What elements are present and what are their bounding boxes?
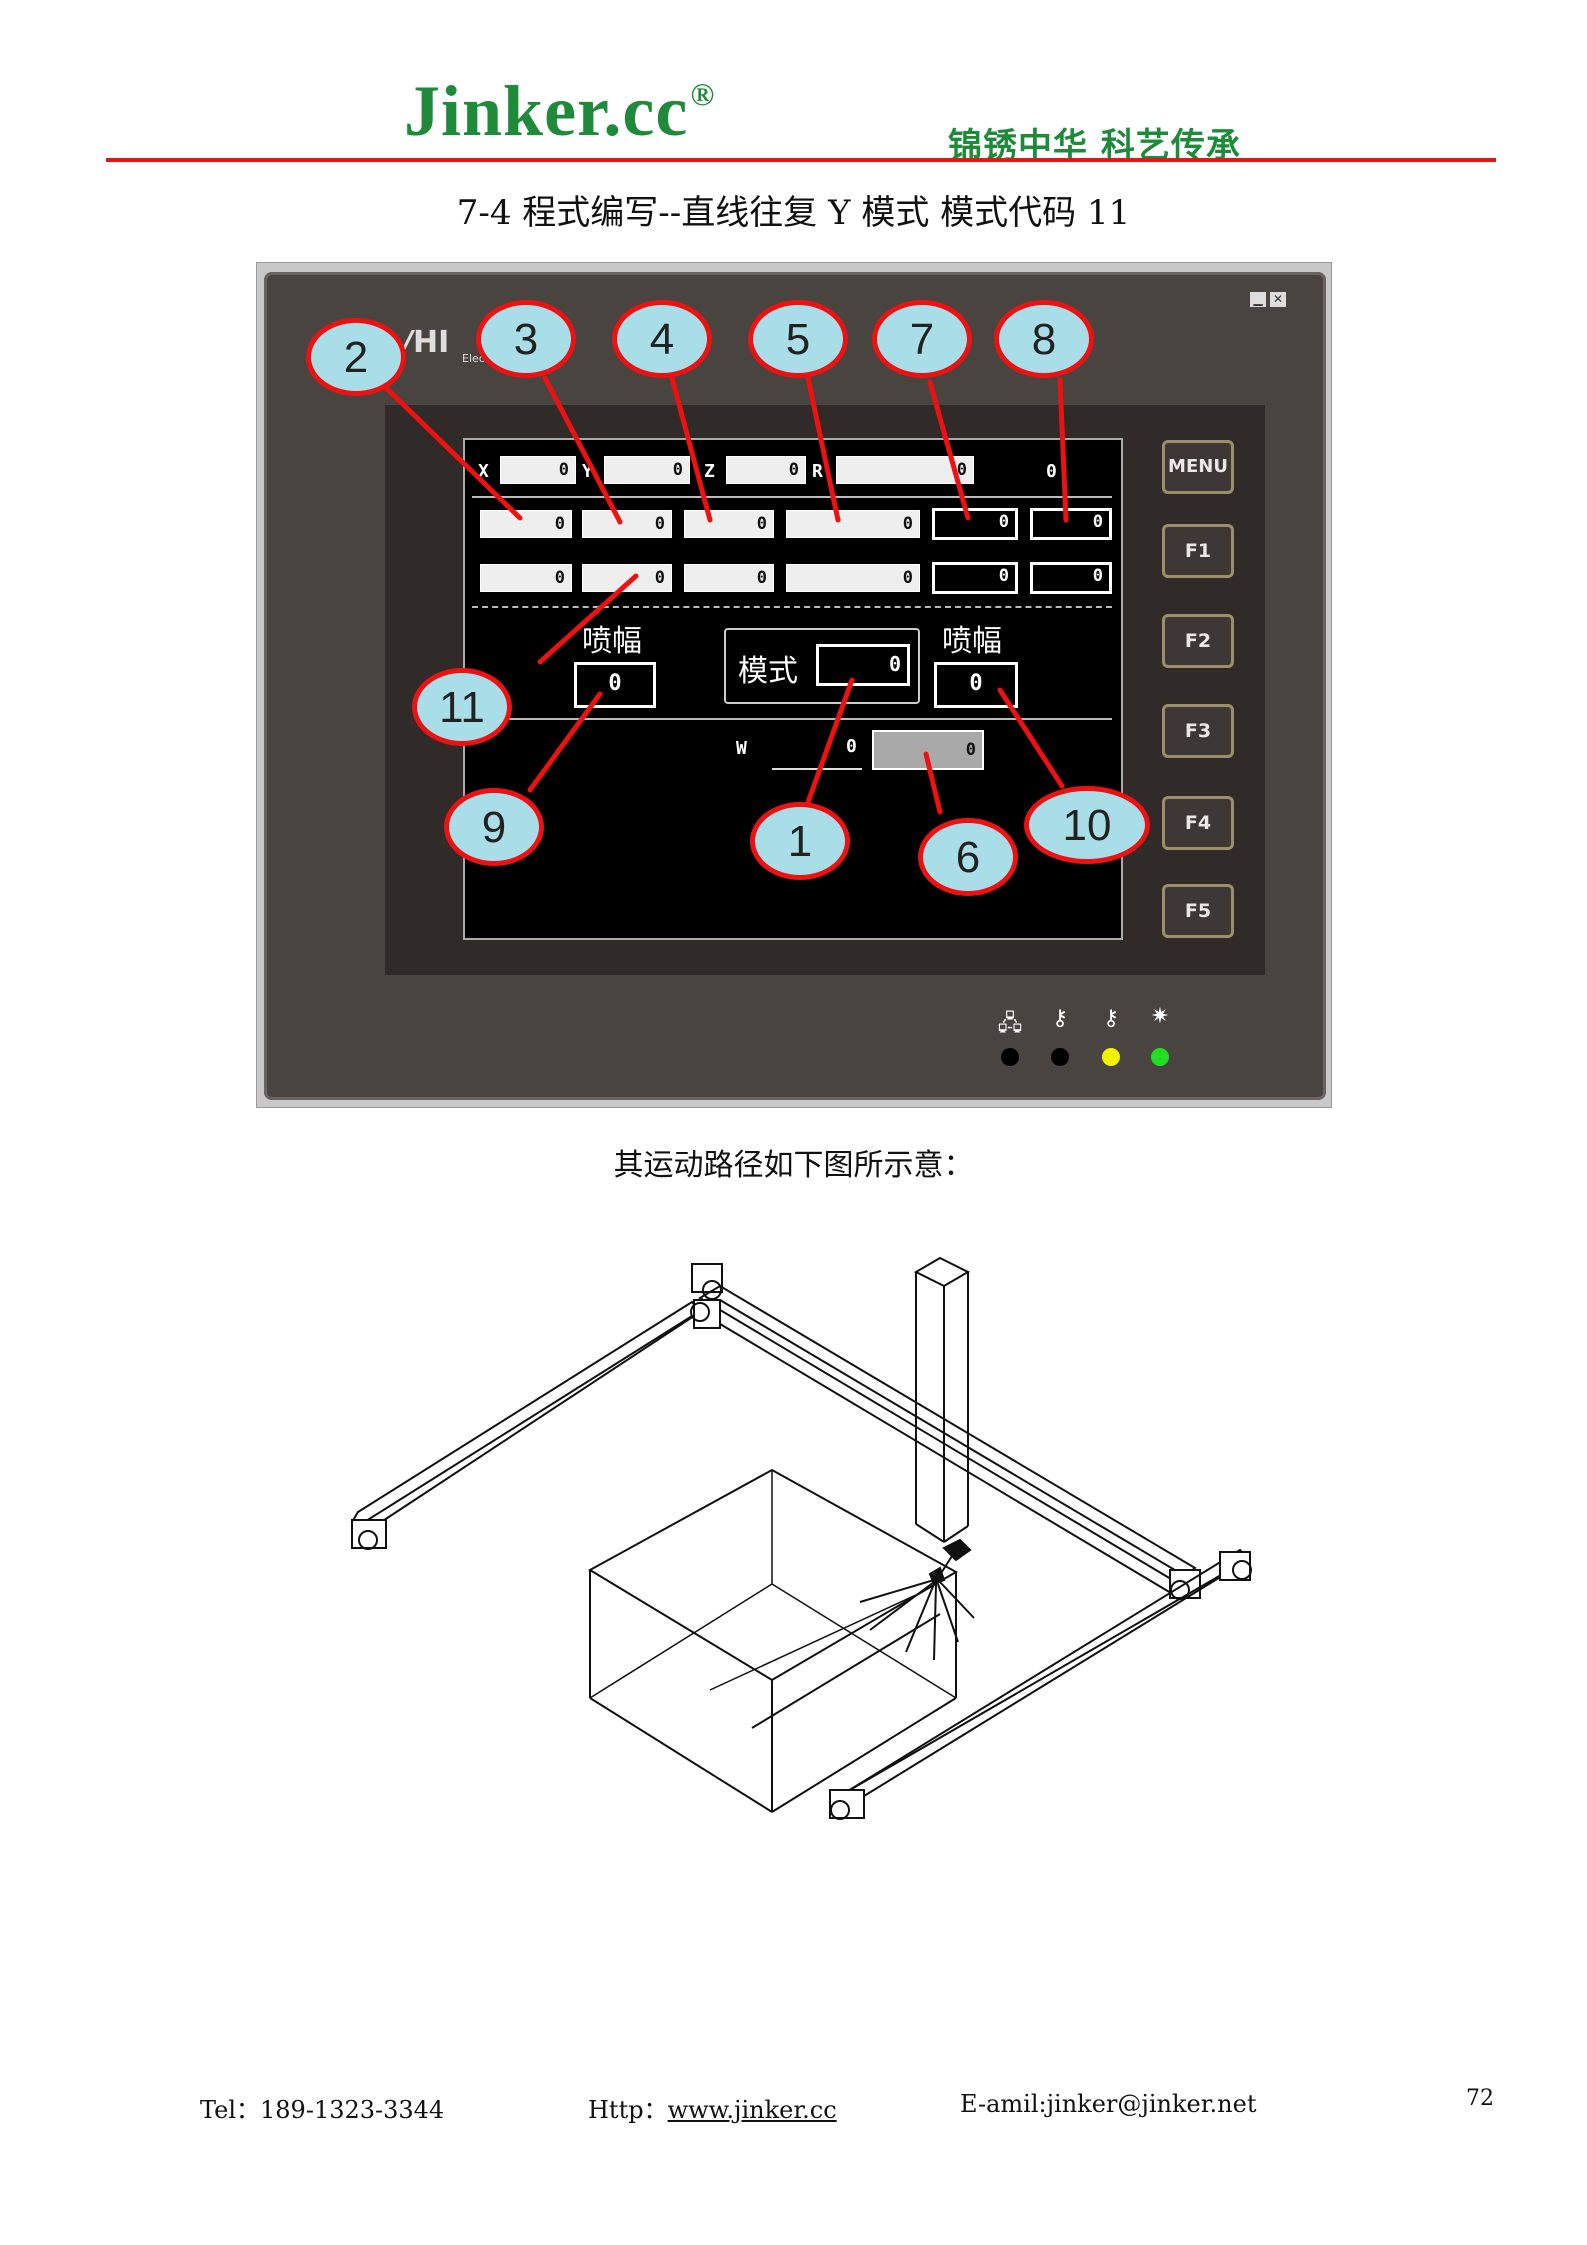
callout-3: 3 <box>476 300 576 378</box>
dashed-divider <box>472 606 1112 608</box>
mode-code-value[interactable]: 0 <box>816 644 910 686</box>
screen-divider <box>472 496 1112 498</box>
param-row2-col1[interactable]: 0 <box>480 564 572 592</box>
header-divider <box>106 158 1496 162</box>
z-axis-value[interactable]: 0 <box>726 456 806 484</box>
f2-button[interactable]: F2 <box>1162 614 1234 668</box>
page-number: 72 <box>1466 2086 1494 2111</box>
param-row2-col6[interactable]: 0 <box>1030 562 1112 594</box>
param-row1-col3[interactable]: 0 <box>684 510 774 538</box>
window-controls: ▁✕ <box>1246 288 1286 307</box>
callout-5: 5 <box>748 300 848 378</box>
param-row1-col6[interactable]: 0 <box>1030 508 1112 540</box>
callout-4: 4 <box>612 300 712 378</box>
x-axis-value[interactable]: 0 <box>500 456 576 484</box>
spray-width-label-left: 喷幅 <box>582 624 642 659</box>
f4-button[interactable]: F4 <box>1162 796 1234 850</box>
jinker-logo: Jinker.cc® <box>404 71 716 151</box>
close-icon[interactable]: ✕ <box>1270 292 1286 307</box>
key-icon: ⚷ <box>1102 1006 1120 1031</box>
param-row1-col5[interactable]: 0 <box>932 508 1018 540</box>
mode-box <box>724 628 920 704</box>
param-row2-col3[interactable]: 0 <box>684 564 774 592</box>
callout-8: 8 <box>994 300 1094 378</box>
light-icon: ✷ <box>1150 1004 1170 1029</box>
minimize-icon[interactable]: ▁ <box>1250 292 1266 307</box>
network-icon: 🖧 <box>997 1011 1023 1036</box>
param-row1-col1[interactable]: 0 <box>480 510 572 538</box>
gantry-diagram <box>350 1256 1252 1820</box>
callout-7: 7 <box>872 300 972 378</box>
figure-caption: 其运动路径如下图所示意： <box>613 1148 974 1183</box>
mode-label: 模式 <box>738 654 798 689</box>
param-row2-col5[interactable]: 0 <box>932 562 1018 594</box>
screen-divider-lower <box>472 718 1112 720</box>
registered-mark: ® <box>690 76 716 112</box>
website-link[interactable]: www.jinker.cc <box>667 2096 837 2124</box>
footer-tel: Tel：189-1323-3344 <box>200 2096 445 2124</box>
key-icon: ⚷ <box>1051 1006 1069 1031</box>
spray-width-left-value[interactable]: 0 <box>574 662 656 708</box>
param-row2-col4[interactable]: 0 <box>786 564 920 592</box>
extra-value: 0 <box>1046 461 1057 482</box>
callout-2: 2 <box>306 318 406 396</box>
w-value: 0 <box>846 736 857 757</box>
page-title: 7-4 程式编写--直线往复 Y 模式 模式代码 11 <box>456 193 1131 233</box>
y-axis-label: Y <box>582 461 593 482</box>
callout-9: 9 <box>444 788 544 866</box>
x-axis-label: X <box>478 461 489 482</box>
status-led-2 <box>1051 1048 1069 1066</box>
z-axis-label: Z <box>704 461 715 482</box>
callout-1: 1 <box>750 802 850 880</box>
callout-10: 10 <box>1024 786 1150 864</box>
footer-http: Http：www.jinker.cc <box>588 2096 837 2124</box>
y-axis-value[interactable]: 0 <box>604 456 690 484</box>
spray-width-label-right: 喷幅 <box>942 624 1002 659</box>
status-led-4 <box>1151 1048 1169 1066</box>
status-led-3 <box>1102 1048 1120 1066</box>
callout-6: 6 <box>918 818 1018 896</box>
callout-pointers <box>375 375 1069 815</box>
callout-11: 11 <box>412 668 512 746</box>
hmi-brand: /HI <box>402 325 450 360</box>
f5-button[interactable]: F5 <box>1162 884 1234 938</box>
r-axis-label: R <box>812 461 823 482</box>
w-label: W <box>736 738 747 759</box>
footer-email: E-amil:jinker@jinker.net <box>960 2090 1257 2118</box>
param-row1-col2[interactable]: 0 <box>582 510 672 538</box>
menu-button[interactable]: MENU <box>1162 440 1234 494</box>
w-underline <box>772 768 862 770</box>
param-row1-col4[interactable]: 0 <box>786 510 920 538</box>
status-led-1 <box>1001 1048 1019 1066</box>
f3-button[interactable]: F3 <box>1162 704 1234 758</box>
f1-button[interactable]: F1 <box>1162 524 1234 578</box>
